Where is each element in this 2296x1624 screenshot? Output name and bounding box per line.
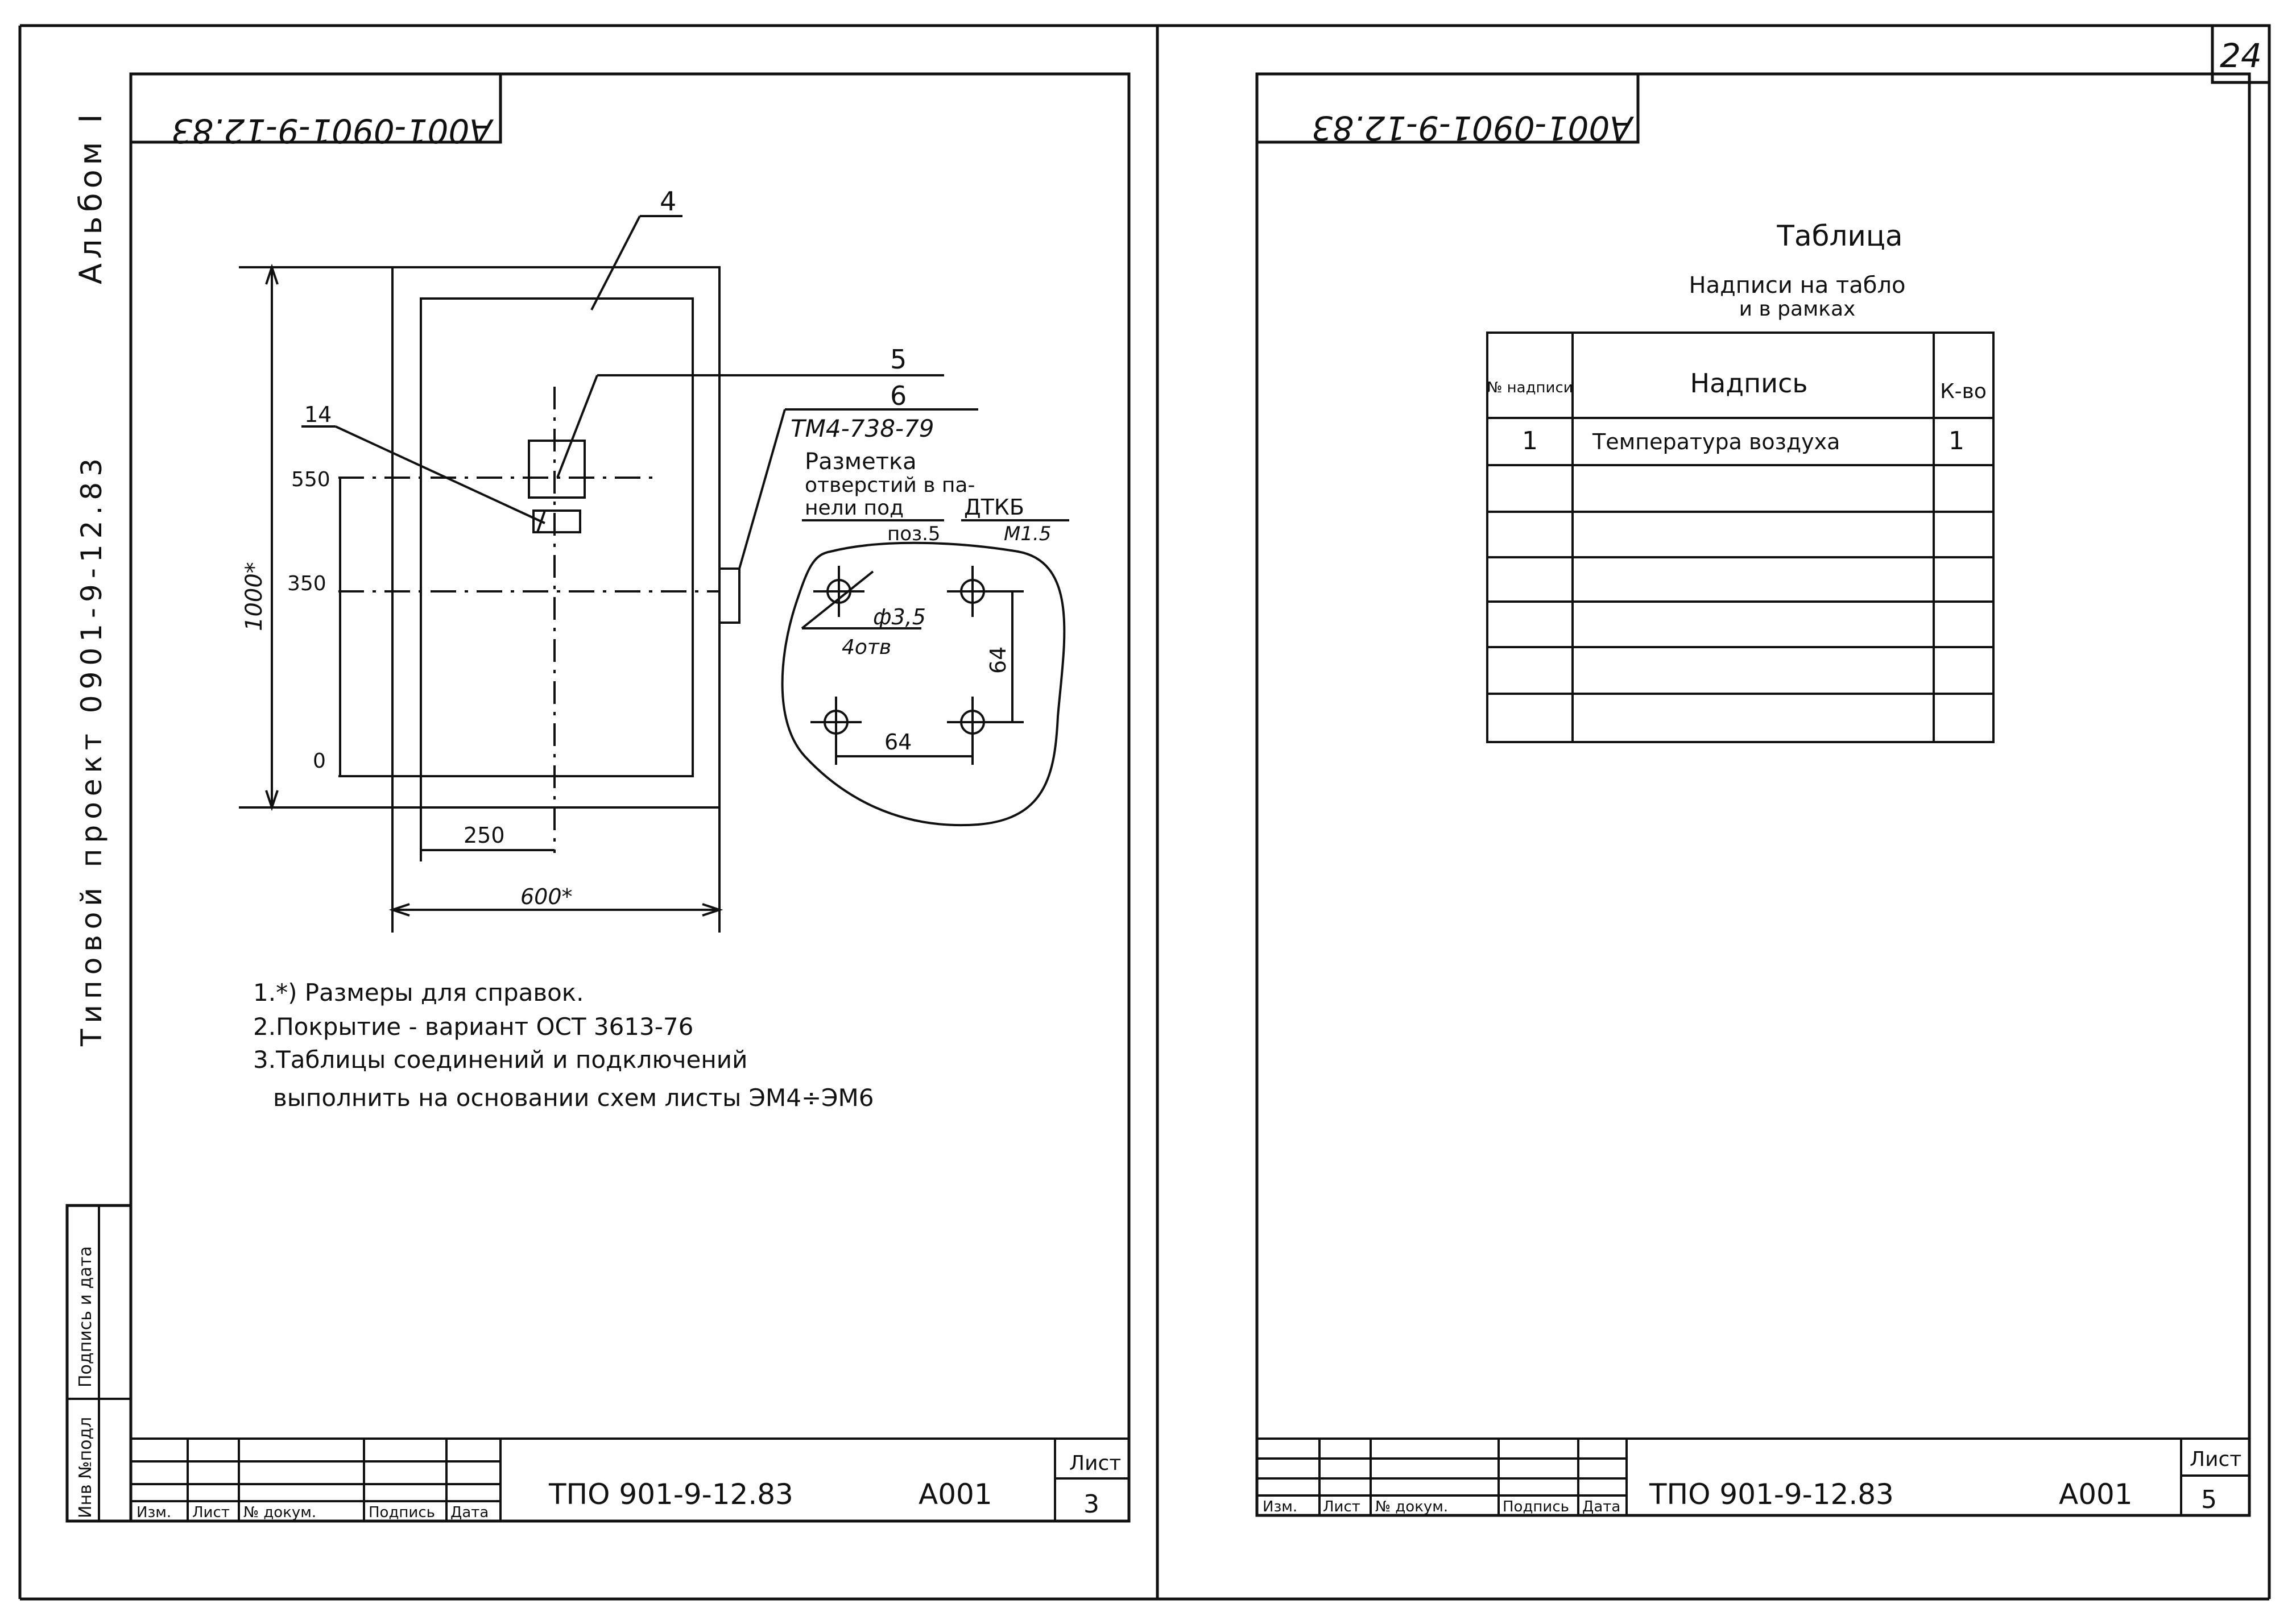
note-1: 1.*) Размеры для справок. <box>253 979 584 1006</box>
detail-title-2: отверстий в па- <box>805 474 975 497</box>
inscriptions-table: № надписи Надпись К-во 1 Температура воз… <box>1486 332 1995 743</box>
detail-title-1: Разметка <box>805 449 917 475</box>
col-header-qty: К-во <box>1940 380 1987 403</box>
outer-frames <box>18 24 2271 1601</box>
panel-drawing <box>239 215 978 933</box>
detail-pos: поз.5 <box>887 523 941 545</box>
note-4: выполнить на основании схем листы ЭМ4÷ЭМ… <box>273 1084 874 1112</box>
dim-64-horizontal: 64 <box>884 730 912 755</box>
callout-5: 5 <box>890 344 907 375</box>
dim-550: 550 <box>291 468 330 491</box>
hole-diameter: ф3,5 <box>873 604 926 629</box>
left-title-block: Изм. Лист № докум. Подпись Дата ТПО 901-… <box>131 1437 1129 1521</box>
tb-left-sheet-label: Лист <box>1069 1452 1121 1475</box>
tb-right-h-sign: Подпись <box>1503 1498 1569 1515</box>
stamp-label-inv: Инв №подл <box>76 1417 96 1518</box>
tb-right-h-date: Дата <box>1582 1498 1620 1515</box>
page-number-box: 24 <box>2211 24 2271 84</box>
tb-left-h-date: Дата <box>450 1504 489 1521</box>
hole-count: 4отв <box>842 636 891 659</box>
left-margin: Альбом Ⅰ Типовой проект 0901-9-12.83 Инв… <box>65 110 133 1523</box>
panel-drawing-labels: 4 5 6 14 ТМ4-738-79 550 350 0 1000* 250 … <box>241 186 934 909</box>
left-code-flipped: A001-0901-9-12.83 <box>171 111 494 150</box>
table-subtitle-1: Надписи на табло <box>1689 272 1906 299</box>
tb-right-sheet-label: Лист <box>2190 1448 2241 1471</box>
callout-6: 6 <box>890 380 907 411</box>
row-1-number: 1 <box>1522 426 1538 455</box>
dim-600: 600* <box>520 884 573 909</box>
project-label: Типовой проект 0901-9-12.83 <box>75 453 108 1047</box>
col-header-number: № надписи <box>1487 379 1573 396</box>
tb-left-sheet-no: 3 <box>1083 1490 1099 1519</box>
callout-14: 14 <box>304 402 332 427</box>
tb-right-h-doc: № докум. <box>1375 1498 1448 1515</box>
tb-right-h-izm: Изм. <box>1263 1498 1297 1515</box>
tb-left-h-izm: Изм. <box>136 1504 171 1521</box>
tb-left-h-sign: Подпись <box>369 1504 435 1521</box>
detail-dtkb: ДТКБ <box>964 495 1024 520</box>
tb-right-sheet-no: 5 <box>2201 1485 2217 1514</box>
note-2: 2.Покрытие - вариант ОСТ 3613-76 <box>253 1013 693 1041</box>
detail-m: М1.5 <box>1004 523 1051 545</box>
table-heading: Таблица Надписи на табло и в рамках <box>1689 219 1906 321</box>
row-1-inscription: Температура воздуха <box>1592 429 1840 454</box>
dim-64-vertical: 64 <box>986 647 1011 674</box>
col-header-inscription: Надпись <box>1690 368 1808 399</box>
tb-left-h-list: Лист <box>192 1504 230 1521</box>
holes-detail: Разметка отверстий в па- нели под поз.5 … <box>781 449 1069 827</box>
right-title-block: Изм. Лист № докум. Подпись Дата ТПО 901-… <box>1257 1437 2249 1515</box>
table-subtitle-2: и в рамках <box>1739 297 1856 321</box>
table-title: Таблица <box>1776 219 1902 252</box>
dim-0: 0 <box>313 749 326 773</box>
tb-right-h-list: Лист <box>1323 1498 1360 1515</box>
row-1-qty: 1 <box>1949 426 1964 455</box>
notes: 1.*) Размеры для справок. 2.Покрытие - в… <box>253 979 874 1112</box>
dim-1000: 1000* <box>241 562 267 631</box>
right-code-box: A001-0901-9-12.83 <box>1255 72 1640 147</box>
tb-left-doc-code: ТПО 901-9-12.83 <box>548 1478 793 1511</box>
detail-title-3: нели под <box>805 496 904 520</box>
dim-250: 250 <box>464 823 505 848</box>
stamp-label-sign: Подпись и дата <box>76 1246 96 1388</box>
left-code-box: A001-0901-9-12.83 <box>129 72 502 150</box>
dim-350: 350 <box>287 572 326 595</box>
note-3: 3.Таблицы соединений и подключений <box>253 1046 747 1074</box>
tb-right-doc-code: ТПО 901-9-12.83 <box>1649 1478 1894 1511</box>
page-number: 24 <box>2220 36 2262 75</box>
tb-left-h-doc: № докум. <box>243 1504 316 1521</box>
tb-left-album-code: А001 <box>919 1478 992 1511</box>
callout-4: 4 <box>660 186 676 217</box>
right-code-flipped: A001-0901-9-12.83 <box>1312 109 1635 147</box>
ref-tm: ТМ4-738-79 <box>791 415 934 442</box>
tb-right-album-code: А001 <box>2059 1478 2133 1511</box>
album-label: Альбом Ⅰ <box>73 110 109 284</box>
